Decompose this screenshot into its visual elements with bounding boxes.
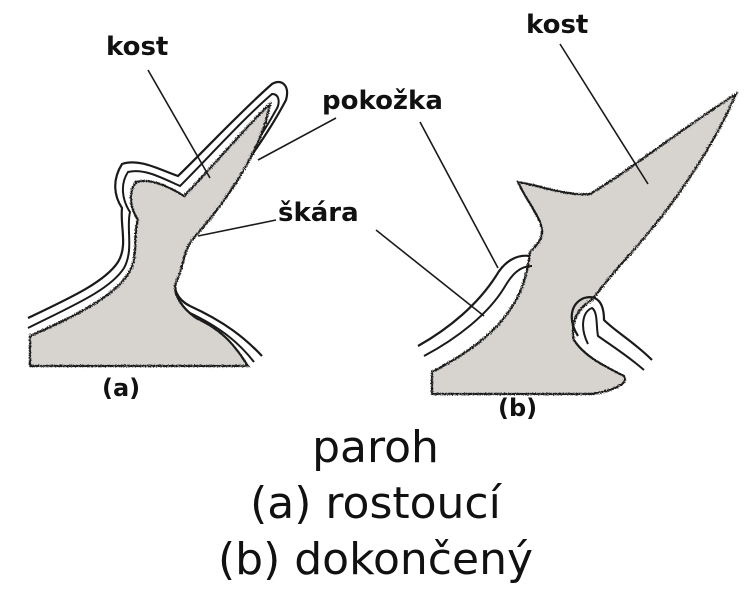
caption-finished: (b) dokončený bbox=[0, 538, 751, 582]
label-panel-a: (a) bbox=[102, 376, 140, 400]
label-dermis: škára bbox=[278, 200, 359, 226]
leader-bone-b bbox=[560, 44, 648, 184]
caption-title: paroh bbox=[0, 426, 751, 470]
label-epidermis: pokožka bbox=[322, 88, 443, 114]
label-bone-a: kost bbox=[106, 34, 168, 60]
leader-dermis-b bbox=[376, 230, 484, 316]
label-bone-b: kost bbox=[526, 12, 588, 38]
label-panel-b: (b) bbox=[498, 396, 537, 420]
caption-growing: (a) rostoucí bbox=[0, 482, 751, 526]
finished-antler-drawing bbox=[418, 94, 736, 394]
leader-bone-a bbox=[148, 70, 210, 178]
leader-epidermis-b bbox=[420, 122, 498, 268]
growing-antler-bone bbox=[30, 104, 270, 366]
growing-antler-drawing bbox=[28, 82, 287, 366]
leader-epidermis-a bbox=[258, 118, 336, 160]
leader-dermis-a bbox=[198, 220, 276, 236]
finished-antler-bone bbox=[432, 94, 736, 394]
